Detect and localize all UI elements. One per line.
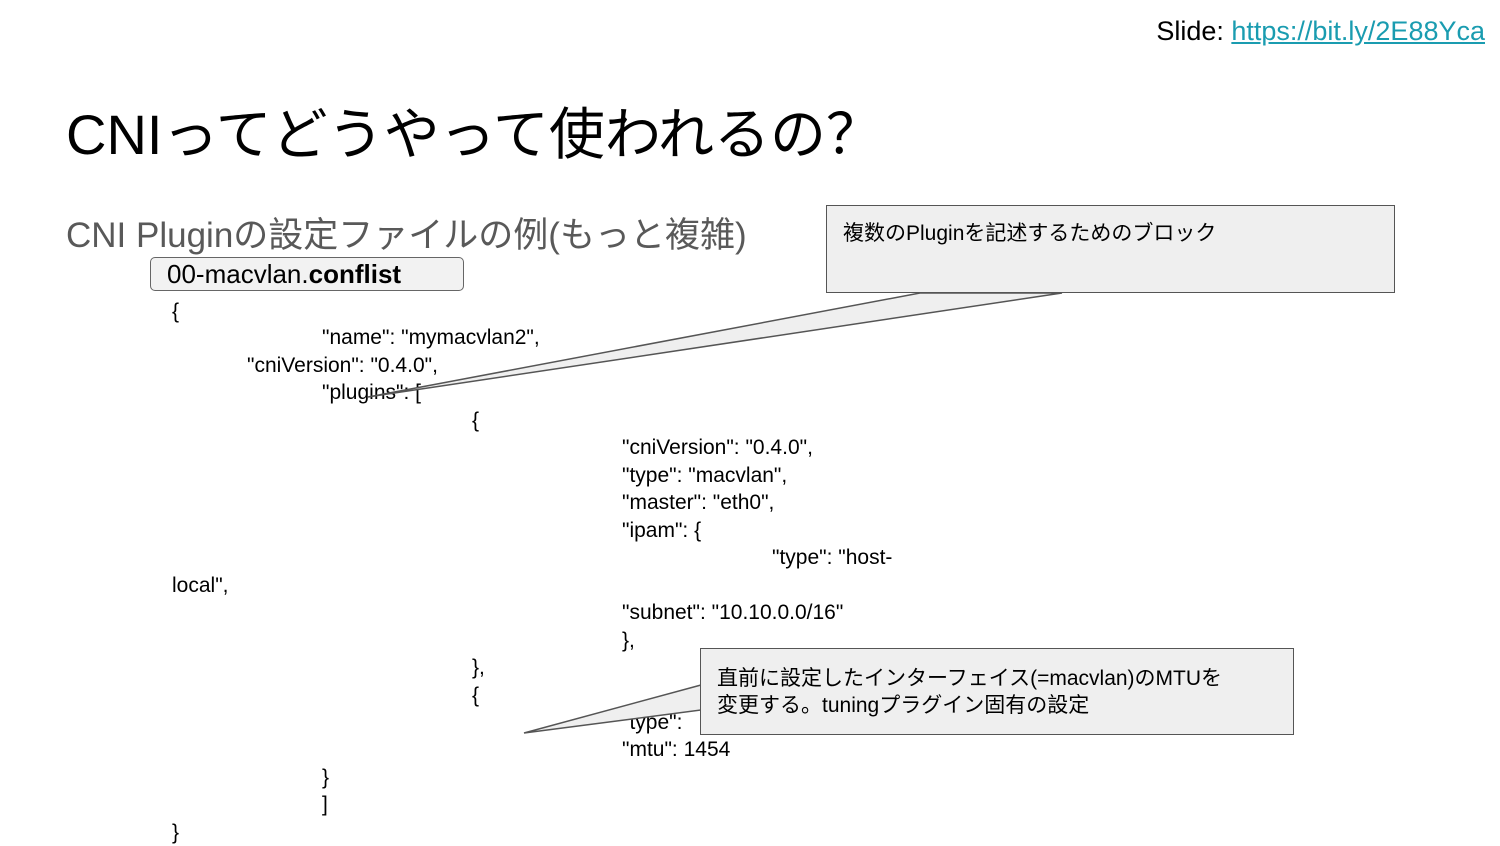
page-title: CNIってどうやって使われるの？ xyxy=(66,103,883,166)
code-line: }, xyxy=(472,656,485,679)
callout-pointer-plugins xyxy=(367,292,1063,398)
slide-link: Slide: https://bit.ly/2E88Yca xyxy=(1156,16,1485,47)
callout-plugins-block: 複数のPluginを記述するためのブロック xyxy=(826,205,1395,293)
filename-prefix: 00-macvlan. xyxy=(167,259,309,289)
code-line: "subnet": "10.10.0.0/16" xyxy=(622,601,844,624)
code-line: } xyxy=(172,821,180,844)
filename-extension: conflist xyxy=(308,259,402,289)
code-line: "plugins": [ xyxy=(322,381,421,404)
code-line: }, xyxy=(622,629,635,652)
code-line: "name": "mymacvlan2", xyxy=(322,326,540,349)
code-line: } xyxy=(322,766,330,789)
callout-text-line1: 直前に設定したインターフェイス(=macvlan)のMTUを xyxy=(717,667,1223,690)
code-line: "mtu": 1454 xyxy=(622,738,731,761)
callout-text-line2: 変更する。tuningプラグイン固有の設定 xyxy=(717,694,1090,717)
code-line: "cniVersion": "0.4.0", xyxy=(622,436,813,459)
code-line: "ipam": { xyxy=(622,519,702,542)
page-subtitle: CNI Pluginの設定ファイルの例(もっと複雑) xyxy=(66,216,747,255)
code-line: "master": "eth0", xyxy=(622,491,775,514)
code-line: { xyxy=(472,684,480,707)
filename-label: 00-macvlan.conflist xyxy=(150,257,464,291)
code-line: { xyxy=(172,300,180,323)
callout-tuning-mtu: 直前に設定したインターフェイス(=macvlan)のMTUを 変更する。tuni… xyxy=(700,648,1294,735)
code-line: "cniVersion": "0.4.0", xyxy=(247,354,438,377)
code-line: "type": "macvlan", xyxy=(622,464,788,487)
callout-text: 複数のPluginを記述するためのブロック xyxy=(843,222,1217,245)
code-line: ] xyxy=(322,793,328,816)
callout-pointer-tuning xyxy=(523,684,702,734)
code-line: { xyxy=(472,409,480,432)
slide-label: Slide: xyxy=(1156,16,1232,46)
slide-url-link[interactable]: https://bit.ly/2E88Yca xyxy=(1231,16,1485,46)
code-line: local", xyxy=(172,574,229,597)
code-line: "type": "host- xyxy=(772,546,893,569)
